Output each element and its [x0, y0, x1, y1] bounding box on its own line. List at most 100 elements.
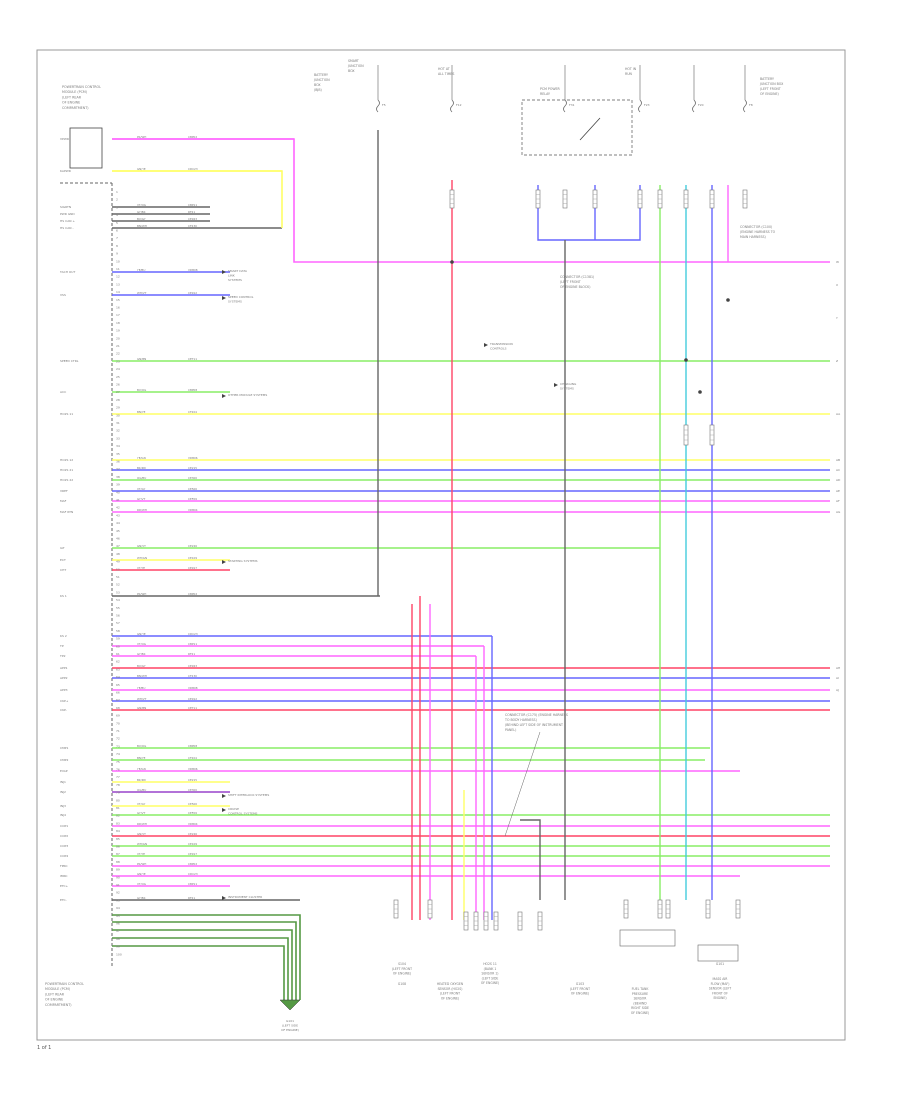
component-label: (BEHIND [633, 1001, 647, 1005]
circuit-number: CBP08 [188, 388, 197, 392]
component-label: HO2S 11 [483, 962, 497, 966]
pcm-power-relay-label: PCM POWER [540, 87, 561, 91]
pcm-pin-number: 83 [116, 821, 120, 825]
component-label: G103 [576, 982, 584, 986]
pcm-pin-number: 92 [116, 891, 120, 895]
offpage-ref: AD [836, 478, 841, 482]
yellow-feed-wire [112, 170, 283, 228]
pcm-signal-name: APP2 [60, 676, 68, 680]
riser-wire [537, 185, 641, 241]
wire-color-code: BU/GY [137, 664, 146, 668]
system-ref-note: SMART DATA [228, 269, 248, 273]
connector-note-c100: MAIN HARNESS) [740, 235, 766, 239]
component-label: OF ENGINE) [441, 996, 459, 1000]
maf-sensor-box [697, 944, 739, 962]
circuit-number: CDC23 [188, 167, 198, 171]
fuse-label: F23 [644, 103, 650, 107]
hot-in-run-label: HOT IN [625, 67, 637, 71]
wire-color-code: VT/YE [137, 566, 145, 570]
bjb-right-label: BATTERY [760, 77, 774, 81]
component-label: (LEFT SIDE [482, 976, 499, 980]
system-ref-note: SHIFT INTERLOCK SYSTEMS [228, 793, 269, 797]
pcm-pin-number: 22 [116, 352, 120, 356]
fuse-symbol [376, 99, 380, 113]
pcm-pin-number: 53 [116, 590, 120, 594]
pcm-signal-name: TP [59, 644, 64, 648]
pcm-pin-number: 88 [116, 860, 120, 864]
pcm-pin-number: 6 [116, 229, 118, 233]
connector-note-c1381: (LEFT FRONT [560, 280, 581, 284]
pcm-pin-number: 84 [116, 829, 120, 833]
bjb-right-label: OF ENGINE) [760, 92, 779, 96]
circuit-number: VDB04 [188, 822, 198, 826]
component-label: SENSOR (LEFT [709, 987, 731, 991]
connector-note-c175: (BEHIND LEFT SIDE OF INSTRUMENT [505, 723, 563, 727]
circuit-number: CE917 [188, 852, 197, 856]
circuit-number: CBP11 [188, 203, 197, 207]
system-ref-note: CHARGING [560, 382, 577, 386]
fuse-symbol [743, 99, 747, 113]
wire-color-code: VT/YE [137, 852, 145, 856]
pcm-pin-number: 50 [116, 567, 120, 571]
offpage-ref: W [836, 260, 839, 264]
pcm-signal-name: VPWR [60, 137, 69, 141]
offpage-ref: AE [836, 489, 840, 493]
pcm-pin-number: 71 [116, 729, 120, 733]
pcm-signal-name: HO2S 21 [60, 468, 73, 472]
circuit-number: VDB04 [188, 508, 198, 512]
wire-color-code: YE/BU [137, 268, 145, 272]
sjb-label: SMART [348, 59, 359, 63]
pcm-signal-name: COP3 [60, 844, 68, 848]
pcm-pin-number: 26 [116, 383, 120, 387]
pcm-pin-number: 61 [116, 652, 120, 656]
system-ref-note: INSTRUMENT CLUSTER [228, 895, 262, 899]
pcm-pin-number: 47 [116, 544, 120, 548]
system-ref-note: SPEED CONTROL [228, 295, 254, 299]
offpage-ref: AI [836, 676, 839, 680]
pcm-label: POWERTRAIN CONTROL [45, 982, 84, 986]
pcm-pin-number: 99 [116, 945, 120, 949]
wire-color-code: OG/BU [137, 788, 146, 792]
pcm-pin-number: 13 [116, 282, 120, 286]
sjb-label: JUNCTION [347, 64, 364, 68]
pcm-pin-number: 48 [116, 552, 120, 556]
pcm-pin-number: 27 [116, 390, 120, 394]
pcm-pin-number: 37 [116, 467, 120, 471]
connector-note-c100: (ENGINE HARNESS TO [740, 230, 776, 234]
pcm-signal-name: HS CAN - [60, 226, 74, 230]
pcm-pin-number: 28 [116, 398, 120, 402]
circuit-number: CE226 [188, 544, 197, 548]
pcm-pin-number: 81 [116, 806, 120, 810]
bjb-label: BOX [314, 83, 321, 87]
pcm-pin-number: 91 [116, 883, 120, 887]
wire-color-code: RD/WH [137, 508, 147, 512]
pcm-pin-number: 100 [116, 952, 122, 956]
pcm-pin-number: 57 [116, 621, 120, 625]
pcm-signal-name: IMRC [60, 874, 68, 878]
pcm-pin-number: 29 [116, 406, 120, 410]
wire-color-code: WH/GN [137, 556, 147, 560]
component-label: OF ENGINE) [631, 1011, 649, 1015]
wire-color-code: VT/GY [137, 487, 146, 491]
pcm-pin-number: 70 [116, 721, 120, 725]
wire-color-code: GY/BK [137, 210, 146, 214]
pcm-pin-number: 34 [116, 444, 120, 448]
component-label: RIGHT SIDE [631, 1006, 649, 1010]
splice-dot [450, 260, 454, 264]
wire-color-code: GY/BK [137, 652, 146, 656]
pcm-label: OF ENGINE [45, 998, 63, 1002]
circuit-number: CE917 [188, 566, 197, 570]
pcm-pin-number: 65 [116, 683, 120, 687]
offpage-ref: Y [836, 316, 838, 320]
pink-feed-wire [112, 138, 830, 263]
pcm-signal-name: KS 2 [60, 634, 67, 638]
pcm-signal-name: MAF [60, 499, 67, 503]
pcm-pin-number: 68 [116, 706, 120, 710]
pcm-signal-name: HO2S 12 [60, 458, 73, 462]
offpage-ref: AB [836, 458, 840, 462]
ref-arrow [484, 343, 488, 347]
connector-note-c175: PANEL) [505, 728, 516, 732]
circuit-number: RF21 [188, 896, 195, 900]
offpage-ref: AH [836, 666, 840, 670]
circuit-number: CE500 [188, 802, 197, 806]
